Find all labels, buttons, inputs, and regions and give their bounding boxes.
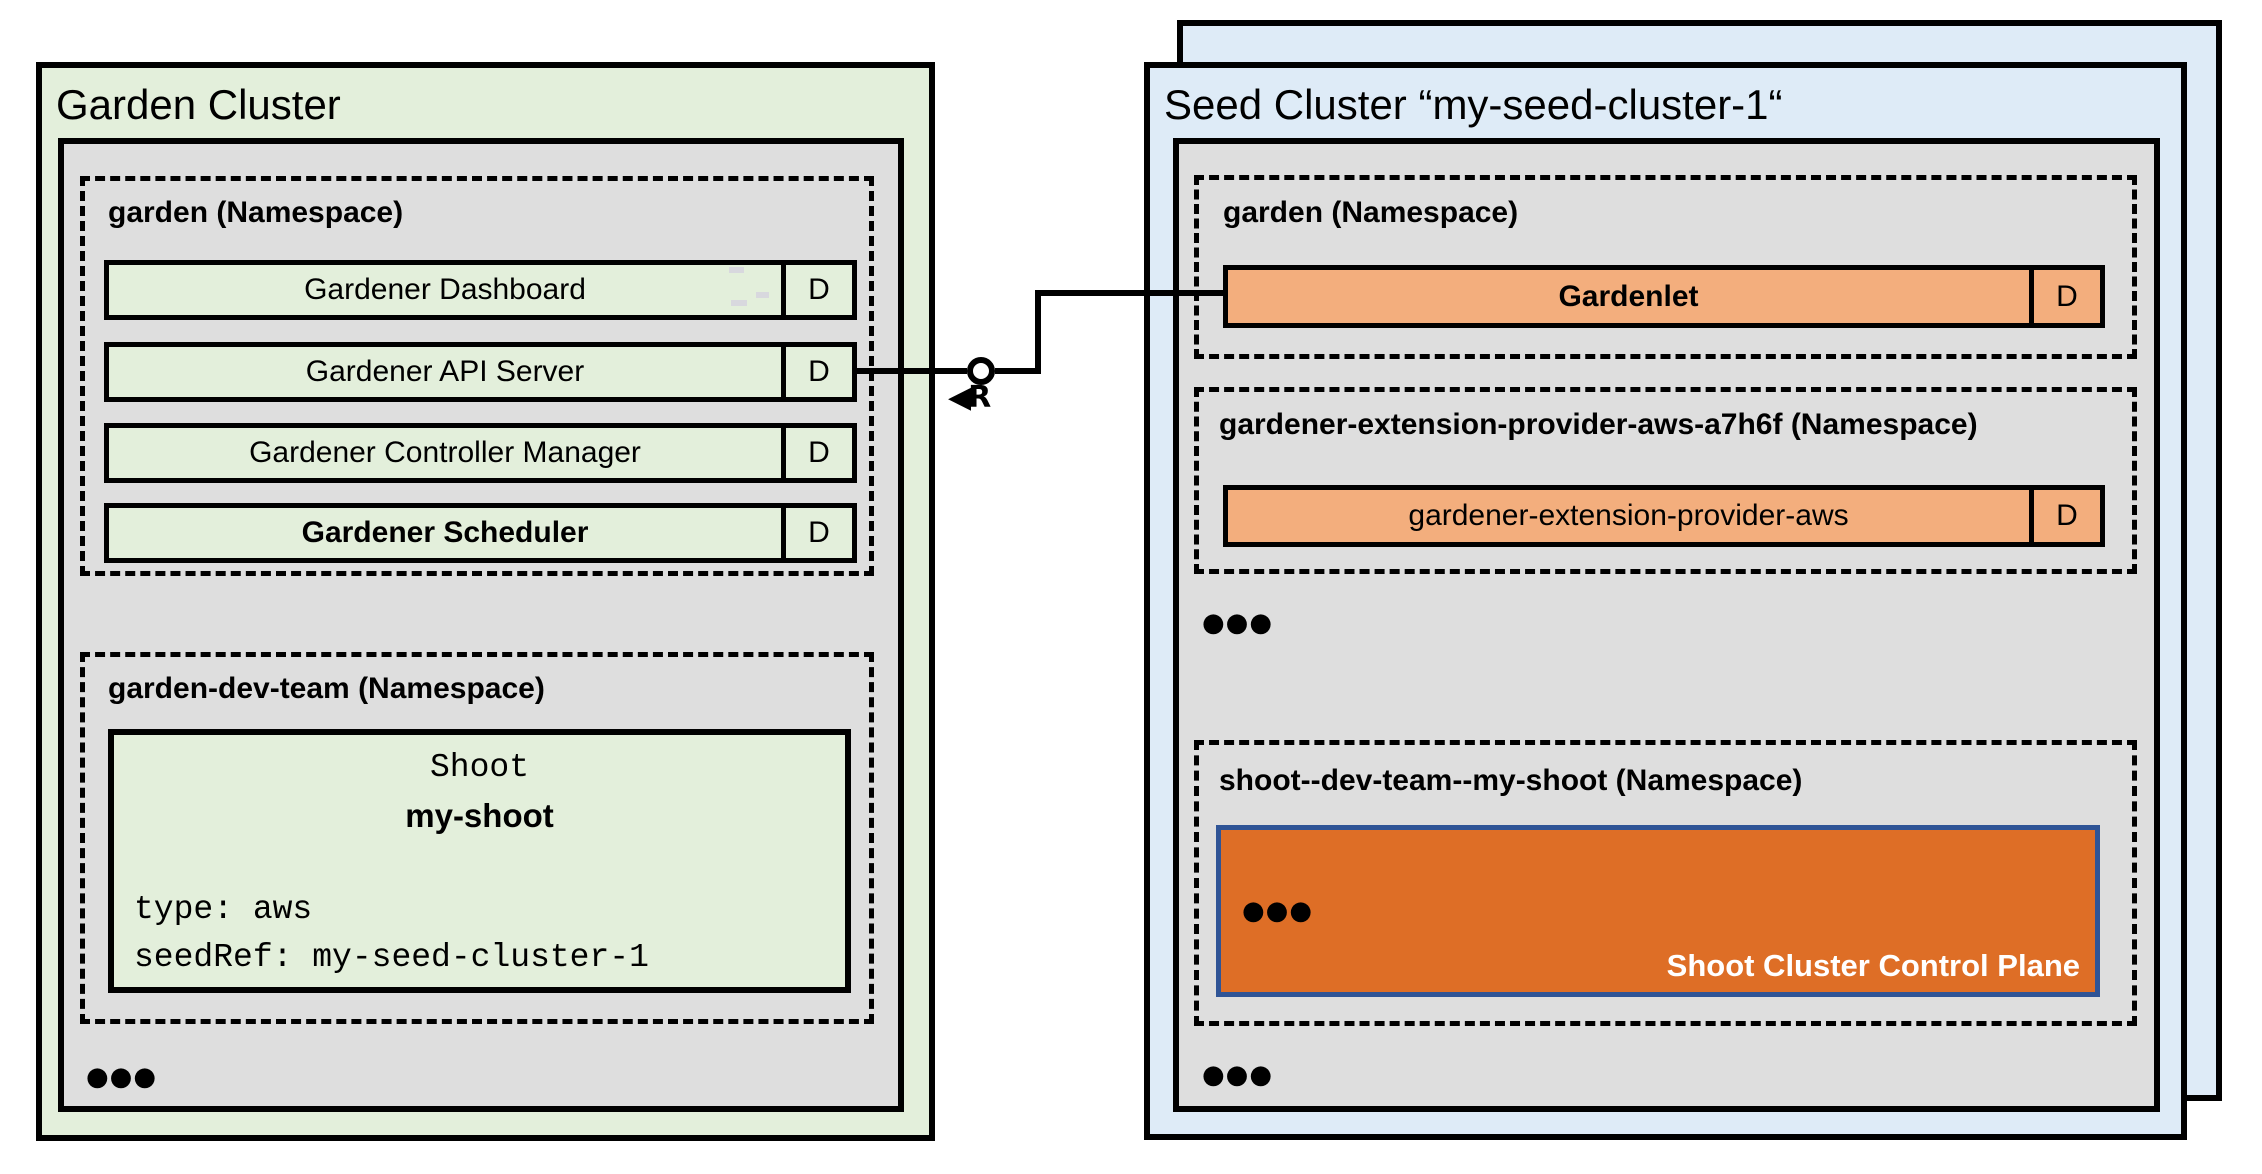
seed-shoot-namespace-box (1194, 740, 2137, 1026)
component-label: gardener-extension-provider-aws (1408, 499, 1849, 532)
connector-direction-marker: ◀R (948, 380, 991, 415)
shoot-name: my-shoot (405, 797, 554, 834)
control-plane-label: Shoot Cluster Control Plane (1666, 948, 2080, 983)
component-label: Gardener Scheduler (301, 516, 589, 549)
deployment-badge: D (781, 508, 852, 558)
artifact-dash (756, 292, 769, 298)
component-row-gardener-api-server: Gardener API Server D (104, 342, 857, 402)
seed-extension-namespace-box (1194, 387, 2137, 574)
control-plane-ellipsis: ●●● (1242, 896, 1314, 926)
artifact-dash (729, 267, 744, 273)
component-label: Gardener Dashboard (304, 273, 586, 306)
seed-more-namespaces-ellipsis: ●●● (1202, 608, 1274, 638)
garden-cluster-title: Garden Cluster (56, 81, 341, 128)
connector-endpoint-ring (967, 357, 995, 385)
deployment-badge: D (781, 265, 852, 315)
shoot-kind: Shoot (429, 749, 530, 786)
garden-namespace-box (80, 176, 874, 576)
component-label: Gardener Controller Manager (249, 436, 641, 469)
connector-line-segment (853, 368, 967, 374)
shoot-cluster-control-plane-box (1216, 825, 2100, 997)
connector-line-segment (995, 368, 1039, 374)
seed-cluster-title: Seed Cluster “my-seed-cluster-1“ (1164, 81, 1783, 128)
connector-line-segment (1035, 290, 1227, 296)
component-label: Gardener API Server (305, 355, 585, 388)
shoot-resource-card (108, 729, 851, 993)
component-row-gardener-dashboard: Gardener Dashboard D (104, 260, 857, 320)
garden-more-ellipsis: ●●● (86, 1062, 158, 1092)
shoot-spec-seedref: seedRef: my-seed-cluster-1 (134, 939, 649, 976)
seed-garden-namespace-label: garden (Namespace) (1223, 196, 1519, 229)
component-label: Gardenlet (1558, 279, 1699, 313)
component-row-gardenlet: Gardenlet D (1223, 265, 2105, 328)
garden-dev-team-namespace-label: garden-dev-team (Namespace) (108, 672, 545, 705)
deployment-badge: D (781, 428, 852, 478)
seed-more-ellipsis: ●●● (1202, 1060, 1274, 1090)
deployment-badge: D (781, 347, 852, 397)
garden-dev-team-namespace-box (80, 652, 874, 1024)
component-row-gardener-scheduler: Gardener Scheduler D (104, 503, 857, 563)
component-row-gardener-controller-manager: Gardener Controller Manager D (104, 423, 857, 483)
connector-line-segment (1035, 290, 1041, 374)
artifact-dash (731, 300, 747, 306)
shoot-spec-type: type: aws (134, 891, 313, 928)
seed-extension-namespace-label: gardener-extension-provider-aws-a7h6f (N… (1219, 408, 1978, 441)
component-row-extension-provider-aws: gardener-extension-provider-aws D (1223, 485, 2105, 547)
deployment-badge: D (2029, 270, 2100, 323)
deployment-badge: D (2029, 490, 2100, 542)
seed-garden-namespace-box (1194, 175, 2137, 359)
seed-shoot-namespace-label: shoot--dev-team--my-shoot (Namespace) (1219, 764, 1803, 797)
garden-namespace-label: garden (Namespace) (108, 196, 404, 229)
